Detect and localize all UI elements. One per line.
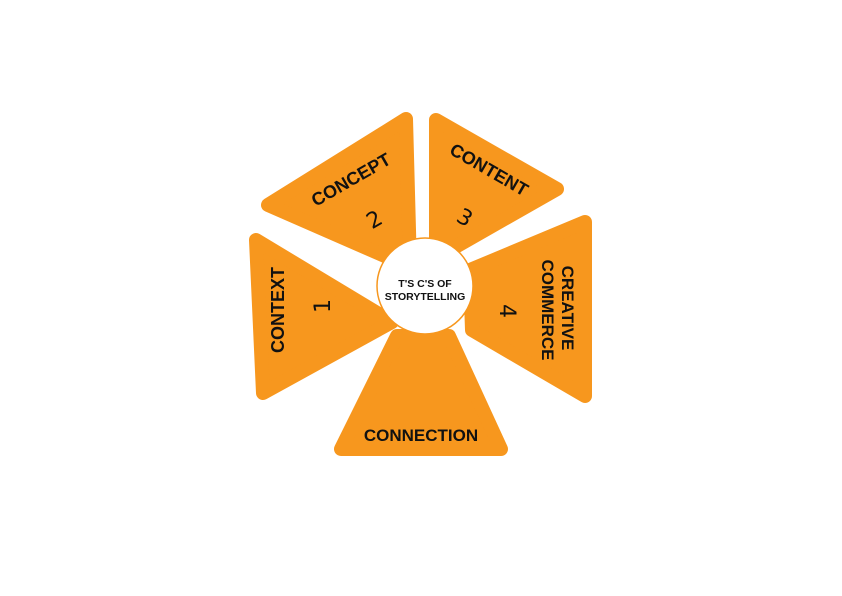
center-title-line2: STORYTELLING	[385, 291, 466, 303]
segment-context-shape	[249, 233, 399, 400]
segment-creative-commerce-shape	[463, 215, 592, 403]
segment-context: CONTEXT 1	[249, 233, 399, 400]
center-hub-circle	[376, 237, 474, 335]
segment-creative-commerce-label-line2: COMMERCE	[538, 259, 557, 360]
segment-connection: CONNECTION	[334, 329, 508, 456]
center-hub: T'S C'S OF STORYTELLING	[376, 237, 474, 335]
segment-content: CONTENT 3	[429, 113, 564, 265]
segment-content-shape	[429, 113, 564, 265]
segment-connection-shape	[334, 329, 508, 456]
segment-creative-commerce-label-line1: CREATIVE	[558, 266, 577, 351]
segment-creative-commerce: CREATIVE COMMERCE 4	[463, 215, 592, 403]
segment-connection-label: CONNECTION	[364, 426, 478, 445]
center-title-line1: T'S C'S OF	[398, 278, 452, 290]
segment-context-label: CONTEXT	[268, 267, 288, 353]
segment-concept: CONCEPT 2	[261, 112, 417, 274]
segment-concept-shape	[261, 112, 417, 274]
segment-creative-commerce-number: 4	[494, 304, 519, 318]
segment-context-number: 1	[311, 299, 336, 313]
